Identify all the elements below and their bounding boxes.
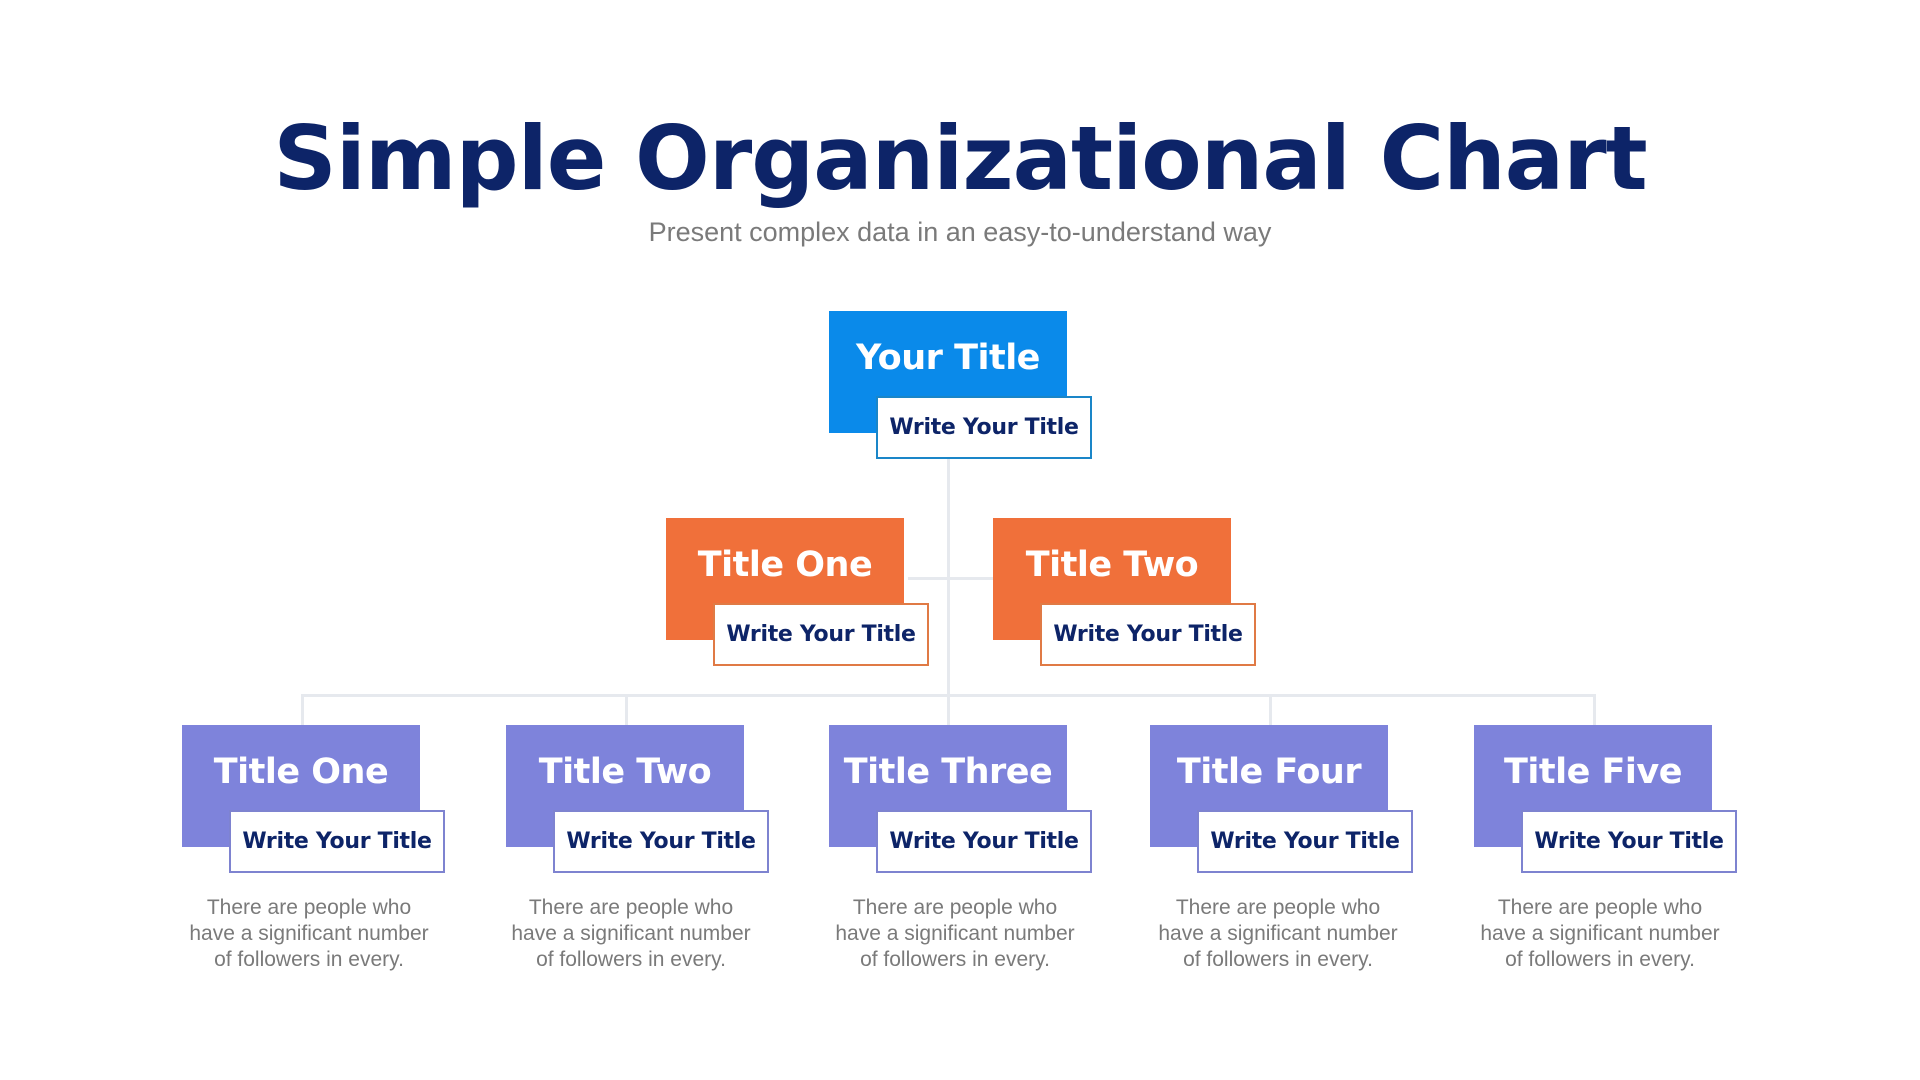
page-title: Simple Organizational Chart	[273, 107, 1647, 210]
node-subtitle-box: Write Your Title	[713, 603, 929, 666]
description-line: have a significant number	[189, 922, 429, 945]
org-node-root[interactable]: Your Title Write Your Title	[829, 311, 1112, 473]
node-description: There are people who have a significant …	[481, 895, 781, 973]
org-node-level2-1[interactable]: Title One Write Your Title	[666, 518, 949, 680]
org-node-level3-1[interactable]: Title One Write Your Title	[182, 725, 465, 887]
description-line: There are people who	[1497, 896, 1703, 919]
node-subtitle: Write Your Title	[566, 829, 756, 854]
description-line: have a significant number	[1480, 922, 1720, 945]
node-subtitle-box: Write Your Title	[553, 810, 769, 873]
node-description: There are people who have a significant …	[159, 895, 459, 973]
description-line: have a significant number	[835, 922, 1075, 945]
org-node-level3-5[interactable]: Title Five Write Your Title	[1474, 725, 1757, 887]
connector-drop-2	[625, 694, 628, 725]
node-title: Title Five	[1504, 752, 1682, 792]
node-subtitle-box: Write Your Title	[1040, 603, 1256, 666]
description-line: of followers in every.	[214, 948, 404, 971]
node-description: There are people who have a significant …	[1128, 895, 1428, 973]
description-line: of followers in every.	[860, 948, 1050, 971]
node-title: Title Two	[1025, 545, 1199, 585]
node-subtitle: Write Your Title	[726, 622, 916, 647]
description-line: of followers in every.	[536, 948, 726, 971]
node-title: Title Three	[843, 752, 1053, 792]
org-node-level2-2[interactable]: Title Two Write Your Title	[993, 518, 1276, 680]
node-title: Your Title	[856, 338, 1040, 378]
description-line: There are people who	[852, 896, 1058, 919]
node-subtitle: Write Your Title	[889, 415, 1079, 440]
org-node-level3-2[interactable]: Title Two Write Your Title	[506, 725, 789, 887]
description-line: have a significant number	[1158, 922, 1398, 945]
connector-root-vertical	[947, 459, 950, 725]
node-subtitle-box: Write Your Title	[1521, 810, 1737, 873]
connector-level3-horizontal	[301, 694, 1596, 697]
org-node-level3-4[interactable]: Title Four Write Your Title	[1150, 725, 1433, 887]
description-line: There are people who	[206, 896, 412, 919]
node-description: There are people who have a significant …	[1450, 895, 1750, 973]
node-title: Title One	[697, 545, 873, 585]
description-line: of followers in every.	[1505, 948, 1695, 971]
node-description: There are people who have a significant …	[805, 895, 1105, 973]
node-subtitle-box: Write Your Title	[1197, 810, 1413, 873]
page-subtitle: Present complex data in an easy-to-under…	[648, 217, 1272, 247]
description-line: of followers in every.	[1183, 948, 1373, 971]
node-title: Title Two	[538, 752, 712, 792]
description-line: There are people who	[1175, 896, 1381, 919]
node-subtitle: Write Your Title	[1210, 829, 1400, 854]
node-subtitle-box: Write Your Title	[229, 810, 445, 873]
connector-level2-horizontal	[908, 577, 993, 580]
node-subtitle-box: Write Your Title	[876, 810, 1092, 873]
node-title: Title One	[213, 752, 389, 792]
org-node-level3-3[interactable]: Title Three Write Your Title	[829, 725, 1112, 887]
node-subtitle: Write Your Title	[1053, 622, 1243, 647]
node-subtitle: Write Your Title	[889, 829, 1079, 854]
connector-drop-5	[1593, 694, 1596, 725]
description-line: have a significant number	[511, 922, 751, 945]
connector-drop-1	[301, 694, 304, 725]
node-title: Title Four	[1176, 752, 1362, 792]
connector-drop-4	[1269, 694, 1272, 725]
node-subtitle: Write Your Title	[1534, 829, 1724, 854]
node-subtitle-box: Write Your Title	[876, 396, 1092, 459]
description-line: There are people who	[528, 896, 734, 919]
node-subtitle: Write Your Title	[242, 829, 432, 854]
